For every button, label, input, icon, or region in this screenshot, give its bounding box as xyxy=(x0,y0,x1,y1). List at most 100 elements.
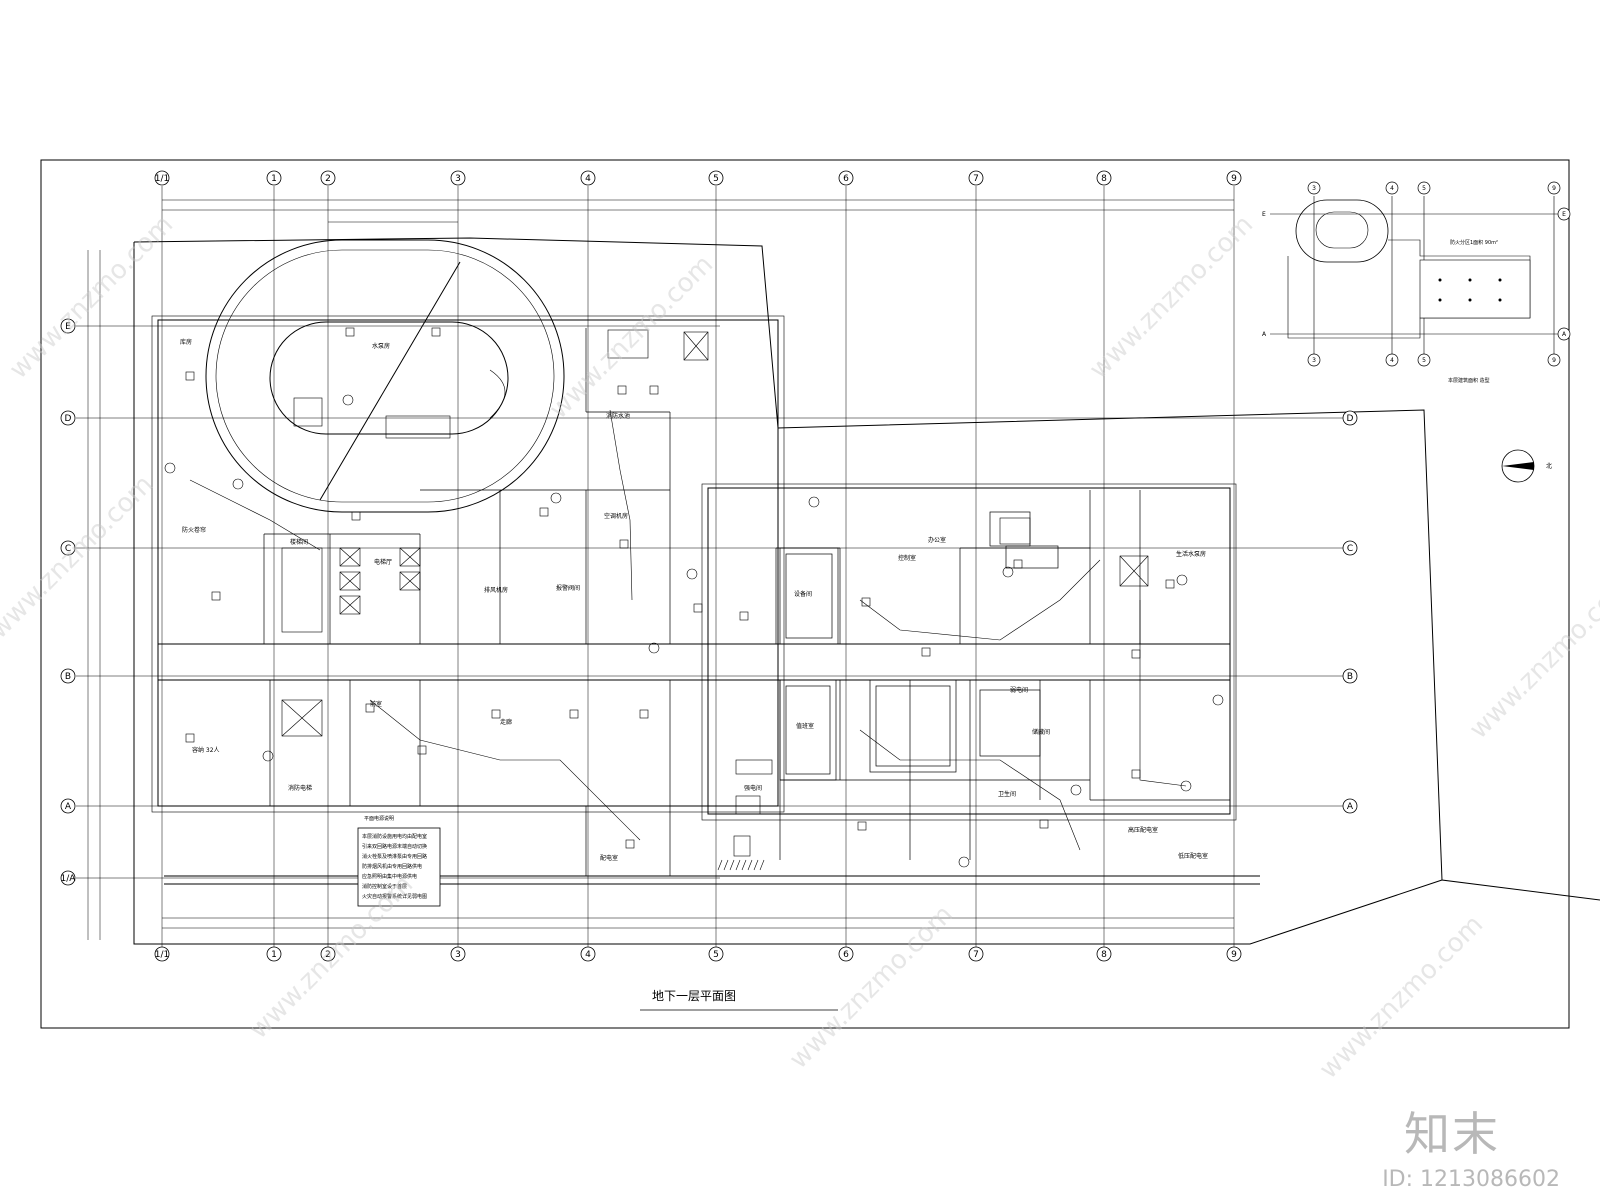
svg-text:1: 1 xyxy=(271,950,277,960)
note-line: 消火栓泵及喷淋泵由专用回路 xyxy=(362,853,427,860)
svg-text:D: D xyxy=(1347,414,1354,424)
room-label: 设备间 xyxy=(794,590,812,598)
drawing-title-block: 地下一层平面图 xyxy=(640,989,838,1011)
axis-bubbles-right: D C B A xyxy=(1342,410,1358,814)
axis-bubbles-left: E D C B A 1/A xyxy=(61,318,77,886)
room-labels: 库房 防火卷帘 水泵房 消防水池 走廊 配电室 空调机房 报警阀间 排风机房 楼… xyxy=(180,338,1208,862)
room-label: 报警阀间 xyxy=(556,584,580,592)
inset-area-label: 防火分区1面积 90m² xyxy=(1450,239,1498,246)
svg-text:2: 2 xyxy=(325,174,331,184)
svg-text:2: 2 xyxy=(325,950,331,960)
dimension-lines xyxy=(87,199,1234,940)
watermark-site: www.znzmo.com xyxy=(1464,570,1600,745)
room-label: 电梯厅 xyxy=(374,558,392,566)
svg-text:9: 9 xyxy=(1231,950,1237,960)
inset-axis-bubbles: 3 4 5 9 3 4 5 9 E A E A 防火分区1面积 90m² 本层建… xyxy=(1262,181,1571,384)
grid-axes-vertical xyxy=(161,186,1235,948)
drawing-title: 地下一层平面图 xyxy=(652,989,736,1003)
inset-key-plan xyxy=(1270,196,1570,354)
note-line: 防排烟风机由专用回路供电 xyxy=(362,863,422,870)
room-label: 高压配电室 xyxy=(1128,826,1158,834)
room-label: 弱电间 xyxy=(1010,686,1028,694)
hatched-walls xyxy=(717,759,773,871)
north-arrow: 北 xyxy=(1501,449,1552,483)
notes-box: 平面电源说明 本层消防设施用电均由配电室 引来双回路电源末端自动切换 消火栓泵及… xyxy=(357,815,441,907)
svg-text:A: A xyxy=(1347,802,1354,812)
watermark-site: www.znzmo.com xyxy=(0,470,159,645)
note-line: 引来双回路电源末端自动切换 xyxy=(362,843,427,850)
grid-axes-horizontal xyxy=(76,325,1350,879)
svg-text:1/1: 1/1 xyxy=(155,950,169,960)
svg-text:9: 9 xyxy=(1231,174,1237,184)
svg-text:7: 7 xyxy=(973,174,979,184)
north-label: 北 xyxy=(1546,462,1552,470)
watermarks: www.znzmo.com www.znzmo.com www.znzmo.co… xyxy=(0,210,1600,1085)
svg-text:9: 9 xyxy=(1552,357,1556,364)
room-label: 库房 xyxy=(180,338,192,346)
svg-text:6: 6 xyxy=(843,950,849,960)
room-label: 值班室 xyxy=(796,722,814,730)
svg-text:E: E xyxy=(65,322,71,332)
svg-text:5: 5 xyxy=(713,174,719,184)
svg-text:5: 5 xyxy=(1422,185,1426,192)
svg-text:5: 5 xyxy=(713,950,719,960)
watermark-site: www.znzmo.com xyxy=(1314,910,1489,1085)
room-label: 空调机房 xyxy=(604,512,628,520)
room-label: 走廊 xyxy=(500,718,512,726)
axis-bubbles-bottom: 1/1 1 2 3 4 5 6 7 8 9 xyxy=(154,946,1242,962)
svg-text:4: 4 xyxy=(585,950,591,960)
note-line: 本层消防设施用电均由配电室 xyxy=(362,833,427,840)
room-label: 储藏间 xyxy=(1032,728,1050,736)
svg-text:4: 4 xyxy=(1390,357,1394,364)
room-label: 低压配电室 xyxy=(1178,852,1208,860)
svg-text:B: B xyxy=(1347,672,1353,682)
logo-watermark: 知末 xyxy=(1404,1107,1500,1161)
svg-text:C: C xyxy=(65,544,71,554)
room-label: 消防水池 xyxy=(606,412,630,420)
svg-text:A: A xyxy=(1562,331,1567,338)
svg-text:8: 8 xyxy=(1101,950,1107,960)
room-label: 卫生间 xyxy=(998,790,1016,798)
watermark-site: www.znzmo.com xyxy=(4,210,179,385)
axis-bubbles-top: 1/1 1 2 3 4 5 6 7 8 9 xyxy=(154,170,1242,186)
room-label: 配电室 xyxy=(600,854,618,862)
svg-text:1/1: 1/1 xyxy=(155,174,169,184)
svg-text:A: A xyxy=(65,802,72,812)
svg-text:4: 4 xyxy=(585,174,591,184)
watermark-site: www.znzmo.com xyxy=(544,250,719,425)
room-label: 生活水泵房 xyxy=(1176,550,1206,558)
occupancy-note: 容纳 32人 xyxy=(192,746,220,754)
svg-text:3: 3 xyxy=(455,174,461,184)
svg-text:D: D xyxy=(65,414,72,424)
partitions xyxy=(263,328,1230,876)
svg-text:E: E xyxy=(1262,211,1266,218)
note-line: 火灾自动报警系统详见弱电图 xyxy=(362,893,427,900)
svg-text:3: 3 xyxy=(1312,185,1316,192)
room-label: 排风机房 xyxy=(484,586,508,594)
svg-text:4: 4 xyxy=(1390,185,1394,192)
svg-text:8: 8 xyxy=(1101,174,1107,184)
room-label: 办公室 xyxy=(928,536,946,544)
svg-text:3: 3 xyxy=(455,950,461,960)
note-line: 消防控制室设于首层 xyxy=(362,883,407,890)
note-line: 应急照明由集中电源供电 xyxy=(362,873,417,880)
svg-text:C: C xyxy=(1347,544,1353,554)
svg-text:B: B xyxy=(65,672,71,682)
stairs-elevators xyxy=(281,329,1149,857)
svg-text:7: 7 xyxy=(973,950,979,960)
room-label: 控制室 xyxy=(898,554,916,562)
svg-text:1/A: 1/A xyxy=(61,874,77,884)
room-label: 强电间 xyxy=(744,784,762,792)
svg-text:3: 3 xyxy=(1312,357,1316,364)
room-label: 前室 xyxy=(370,700,382,708)
svg-text:9: 9 xyxy=(1552,185,1556,192)
svg-text:A: A xyxy=(1262,331,1267,338)
watermark-site: www.znzmo.com xyxy=(1084,210,1259,385)
inset-caption: 本层建筑面积 造型 xyxy=(1448,377,1490,384)
svg-text:5: 5 xyxy=(1422,357,1426,364)
svg-text:6: 6 xyxy=(843,174,849,184)
electrical-devices xyxy=(164,327,1224,868)
notes-title: 平面电源说明 xyxy=(364,815,394,822)
room-label: 楼梯间 xyxy=(290,538,308,546)
